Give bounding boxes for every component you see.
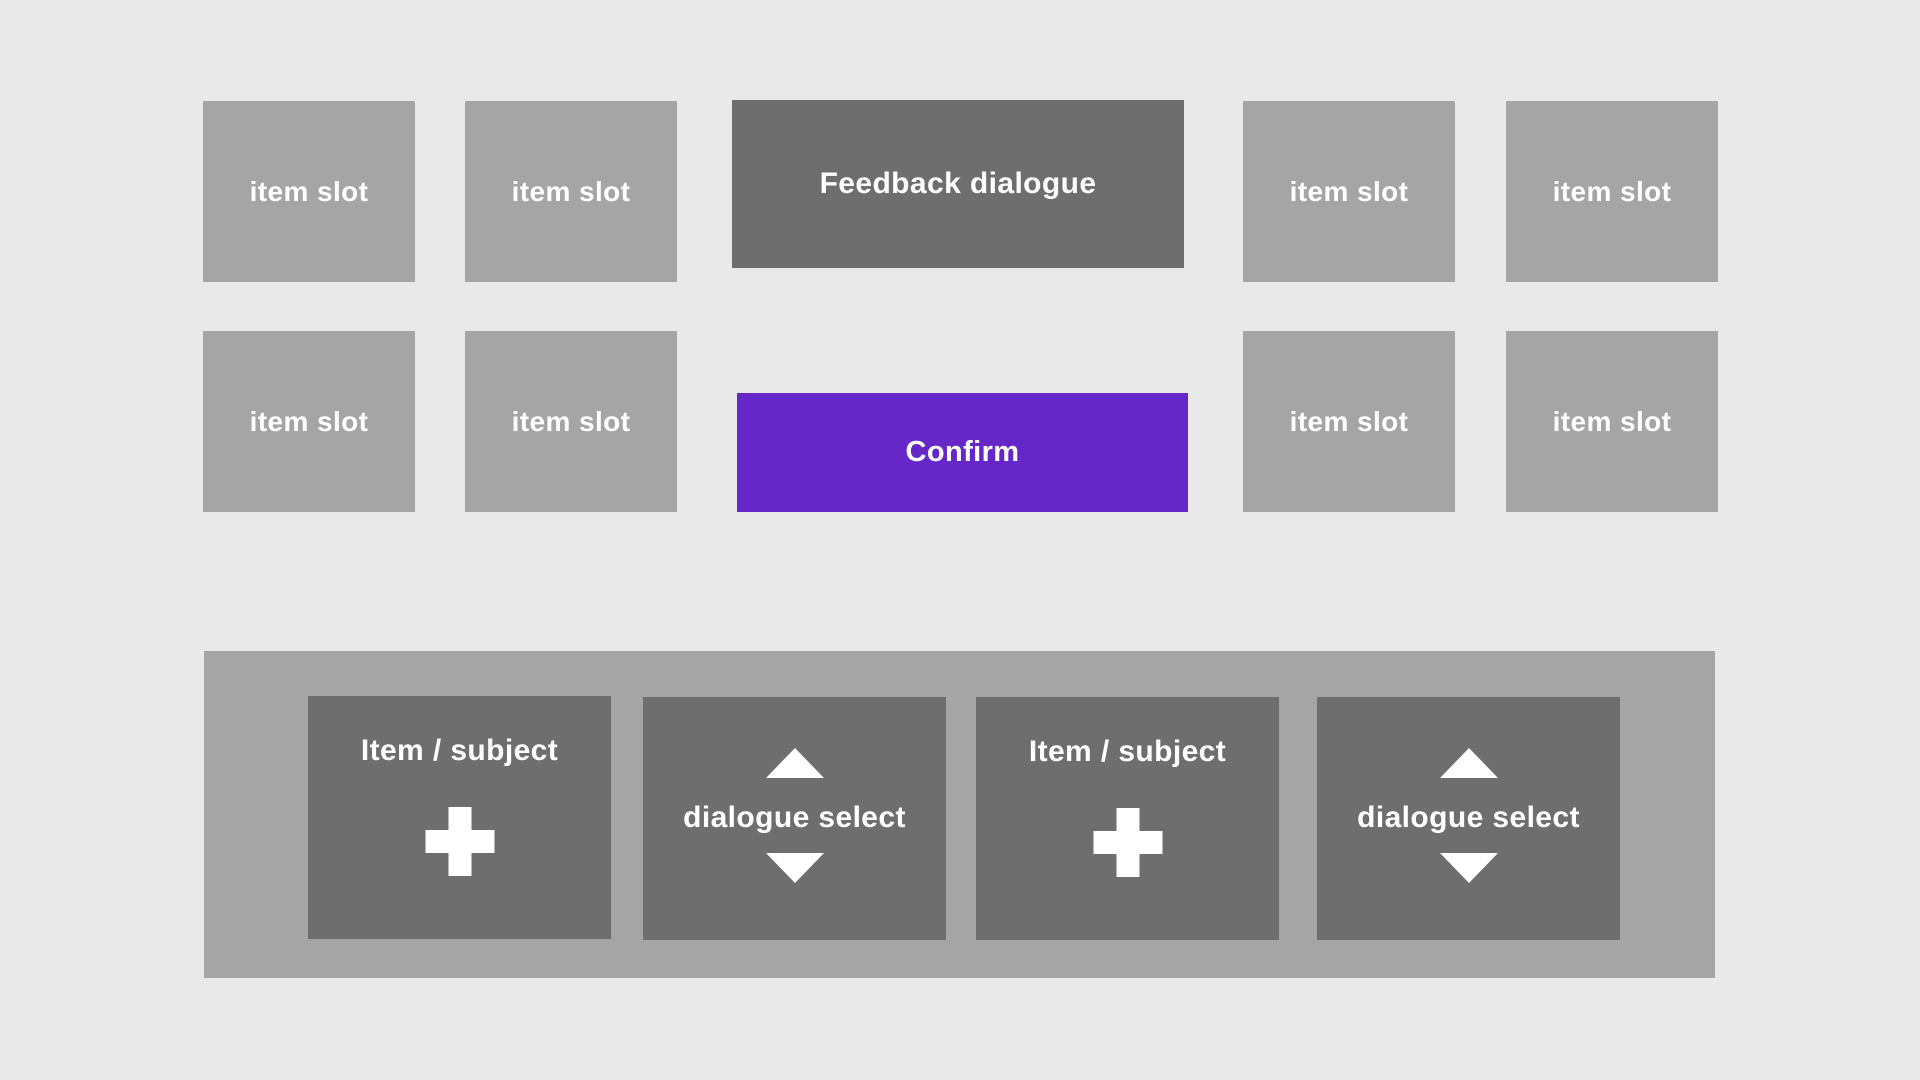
- item-slot-label: item slot: [511, 405, 631, 437]
- bottom-panel: Item / subject dialogue select Item / su…: [204, 651, 1715, 978]
- item-slot-4[interactable]: item slot: [1506, 101, 1718, 282]
- plus-icon: [1093, 808, 1162, 877]
- item-slot-7[interactable]: item slot: [1243, 331, 1455, 512]
- item-slot-8[interactable]: item slot: [1506, 331, 1718, 512]
- triangle-up-icon[interactable]: [1439, 748, 1498, 778]
- dialogue-select-label: dialogue select: [683, 801, 906, 834]
- feedback-dialogue: Feedback dialogue: [732, 100, 1184, 268]
- item-slot-label: item slot: [1552, 175, 1672, 207]
- item-subject-label: Item / subject: [1028, 735, 1227, 768]
- item-slot-label: item slot: [249, 405, 369, 437]
- item-slot-2[interactable]: item slot: [465, 101, 677, 282]
- item-slot-label: item slot: [249, 175, 369, 207]
- confirm-button-label: Confirm: [905, 436, 1020, 468]
- item-subject-label: Item / subject: [360, 734, 559, 767]
- item-slot-label: item slot: [1289, 405, 1409, 437]
- item-subject-button-2[interactable]: Item / subject: [976, 697, 1279, 940]
- feedback-dialogue-label: Feedback dialogue: [819, 167, 1097, 200]
- triangle-up-icon[interactable]: [765, 748, 824, 778]
- dialogue-select-control-1[interactable]: dialogue select: [643, 697, 946, 940]
- dialogue-select-control-2[interactable]: dialogue select: [1317, 697, 1620, 940]
- item-slot-label: item slot: [1552, 405, 1672, 437]
- item-slot-5[interactable]: item slot: [203, 331, 415, 512]
- item-slot-label: item slot: [1289, 175, 1409, 207]
- triangle-down-icon[interactable]: [765, 853, 824, 883]
- item-slot-1[interactable]: item slot: [203, 101, 415, 282]
- item-slot-6[interactable]: item slot: [465, 331, 677, 512]
- dialogue-select-label: dialogue select: [1357, 801, 1580, 834]
- item-subject-button-1[interactable]: Item / subject: [308, 696, 611, 939]
- triangle-down-icon[interactable]: [1439, 853, 1498, 883]
- plus-icon: [425, 807, 494, 876]
- confirm-button[interactable]: Confirm: [737, 393, 1188, 512]
- item-slot-label: item slot: [511, 175, 631, 207]
- item-slot-3[interactable]: item slot: [1243, 101, 1455, 282]
